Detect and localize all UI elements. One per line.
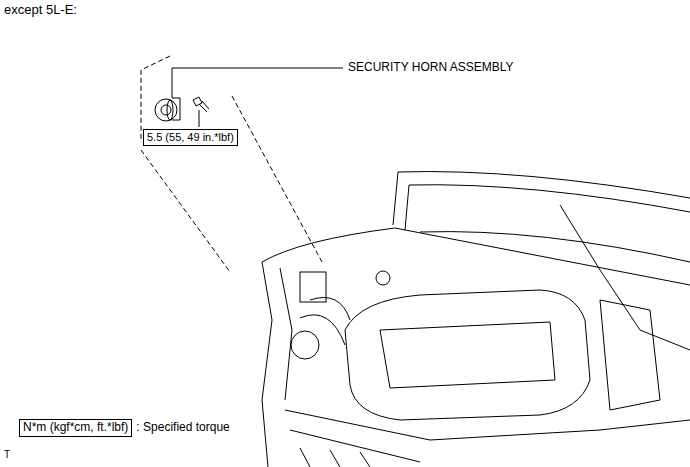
grille [300,448,370,467]
reservoir-cap [376,271,390,285]
cowl [395,228,690,285]
bolt-symbol [202,101,209,109]
hood-strut [560,205,600,270]
line-art [141,56,690,467]
torque-box: 5.5 (55, 49 in.*lbf) [143,129,238,146]
hood [405,185,690,230]
hood [420,232,690,262]
bolt-symbol [193,97,202,106]
hose [300,315,345,345]
part-name: SECURITY HORN ASSEMBLY [348,61,514,75]
leader-line [172,68,343,69]
legend-torque-box: N*m (kgf*cm, ft.*lbf) [19,419,132,437]
legend-text: : Specified torque [136,421,229,435]
air-cleaner [291,331,319,359]
cowl [262,228,395,262]
leader-line [199,110,200,127]
fender-inner [280,268,292,400]
engine-cover [380,322,555,388]
fender [262,262,272,467]
fender [600,270,690,350]
horn-body [161,105,171,115]
box-text: N*m (kgf*cm, ft.*lbf) [23,421,128,435]
hose [310,298,350,321]
radiator-support [285,410,690,440]
detail-outline [141,150,230,272]
fuse-box [600,300,660,410]
detail-outline [232,96,322,262]
engine-cover [345,290,590,420]
box-text: 5.5 (55, 49 in.*lbf) [147,131,234,144]
hood [393,172,690,225]
horn-body [155,99,177,121]
horn-body [167,100,173,120]
variant-heading: except 5L-E: [4,3,77,18]
figure-code: T [4,449,10,461]
radiator-support [290,430,420,462]
